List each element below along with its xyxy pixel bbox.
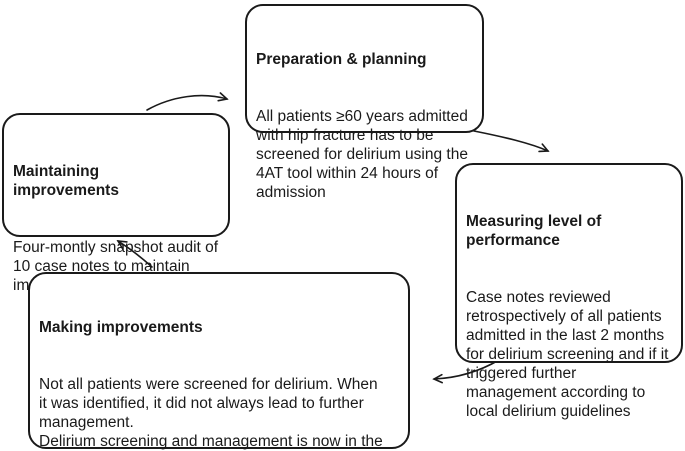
box-making-improvements-body: Not all patients were screened for delir… [39, 376, 383, 450]
box-measuring-performance-body: Case notes reviewed retrospectively of a… [466, 289, 669, 420]
box-measuring-performance-title: Measuring level of performance [466, 213, 602, 249]
box-maintaining-improvements: Maintaining improvements Four-montly sna… [2, 113, 230, 294]
arrow-maintaining-to-preparation [146, 92, 229, 111]
box-preparation-planning-body: All patients ≥60 years admitted with hip… [256, 108, 468, 201]
box-preparation-planning: Preparation & planning All patients ≥60 … [245, 4, 484, 201]
box-making-improvements: Making improvements Not all patients wer… [28, 272, 410, 450]
box-preparation-planning-title: Preparation & planning [256, 51, 427, 68]
box-making-improvements-title: Making improvements [39, 319, 203, 336]
arrow-preparation-to-measuring [473, 130, 550, 153]
box-measuring-performance: Measuring level of performance Case note… [455, 163, 683, 420]
box-maintaining-improvements-title: Maintaining improvements [13, 163, 119, 199]
